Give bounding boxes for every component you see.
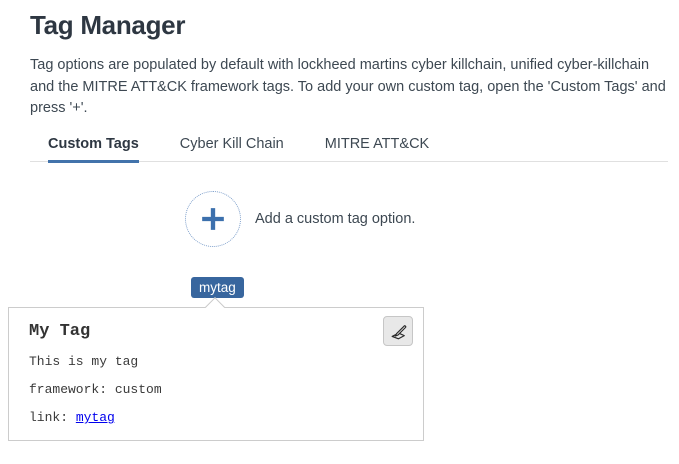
tab-custom-tags[interactable]: Custom Tags: [48, 136, 139, 163]
add-custom-tag-row: Add a custom tag option.: [185, 191, 415, 247]
tab-cyber-kill-chain[interactable]: Cyber Kill Chain: [179, 136, 284, 152]
mytag-badge[interactable]: mytag: [191, 277, 244, 298]
tag-description: This is my tag: [29, 354, 139, 369]
page-title: Tag Manager: [30, 10, 186, 40]
edit-tag-button[interactable]: [383, 316, 413, 346]
add-tag-button[interactable]: [185, 191, 241, 247]
tag-link[interactable]: mytag: [75, 410, 115, 425]
tag-link-label: link:: [29, 410, 69, 425]
tag-popover: My Tag This is my tag framework: custom …: [8, 307, 424, 441]
tag-link-line: link: mytag: [29, 410, 423, 425]
page-description: Tag options are populated by default wit…: [30, 57, 666, 116]
tag-title: My Tag: [29, 322, 91, 341]
tab-bar: Custom Tags Cyber Kill Chain MITRE ATT&C…: [30, 136, 668, 163]
tab-mitre-attck[interactable]: MITRE ATT&CK: [324, 136, 430, 152]
add-tag-label: Add a custom tag option.: [255, 211, 416, 227]
plus-icon: [200, 206, 226, 232]
tag-framework-line: framework: custom: [29, 382, 162, 397]
pen-icon: [389, 322, 408, 341]
